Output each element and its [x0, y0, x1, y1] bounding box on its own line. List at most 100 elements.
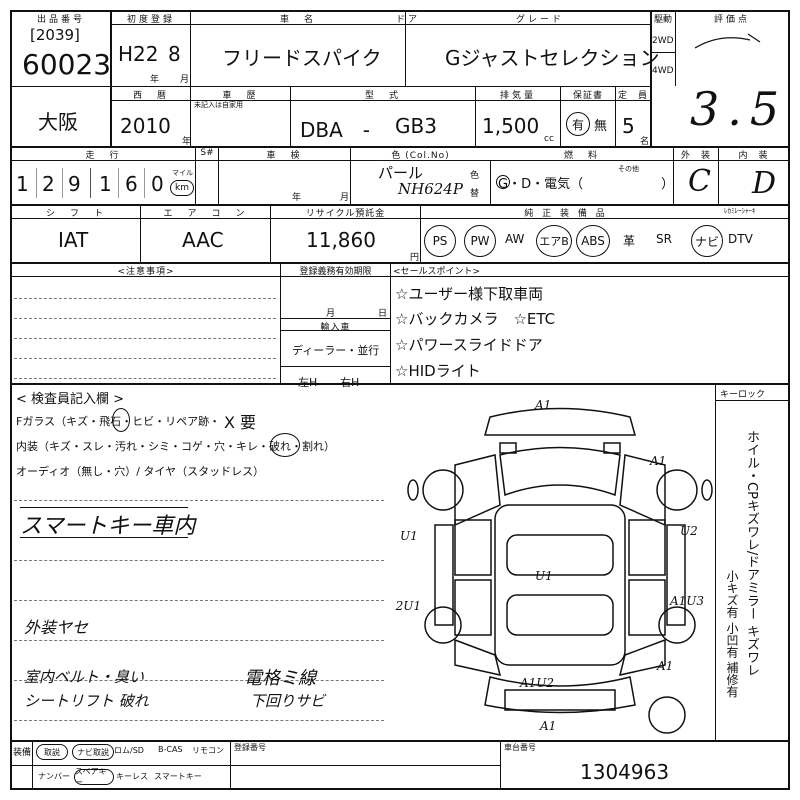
header-type: 型 式	[364, 91, 401, 101]
region: 大阪	[38, 110, 78, 134]
header-drive: 駆動	[653, 15, 672, 25]
header-reg-expiry: 登録義務有効期限	[299, 267, 372, 277]
history-note: 未記入は自家用	[194, 101, 243, 109]
equip-ps: PS	[424, 225, 456, 257]
unit-month: 月	[180, 75, 190, 85]
header-fuel: 燃 料	[563, 151, 600, 161]
footer-smartkey: スマートキー	[154, 772, 202, 781]
note-seat-2: シートリフト 破れ	[24, 692, 149, 710]
mark-a1u3: A1U3	[669, 594, 704, 608]
note-wiring-2: 下回りサビ	[250, 692, 326, 710]
header-history: 車 歴	[222, 91, 259, 101]
color-change-2: 替	[470, 189, 480, 199]
score-scribble-top	[694, 33, 761, 49]
equip-abs: ABS	[576, 225, 610, 257]
mark-u2-right: U2	[680, 524, 698, 538]
header-first-reg: 初度登録	[126, 15, 175, 25]
drive-4wd: 4WD	[652, 66, 674, 76]
import-left: 左H	[298, 376, 318, 389]
footer-bcas: B-CAS	[158, 745, 183, 754]
mileage-d1: 1	[16, 172, 31, 196]
mileage-d2: 2	[42, 172, 55, 196]
sales-point-4: ☆HIDライト	[395, 362, 481, 380]
header-capacity: 定 員	[617, 91, 648, 101]
header-sales-points: <セールスポイント>	[393, 267, 481, 277]
header-mileage: 走 行	[85, 151, 122, 161]
frame-bottom	[10, 788, 790, 790]
footer-equipment-header: 装備	[13, 748, 32, 758]
lot-number: 60023	[22, 48, 112, 81]
reg-day: 日	[378, 309, 388, 319]
header-equipment: 純 正 装 備 品	[524, 209, 608, 219]
frame-top	[10, 10, 790, 12]
header-score: 評価点	[713, 15, 750, 25]
note-exterior: 外装ヤセ	[24, 618, 89, 637]
header-region: 西 暦	[132, 91, 169, 101]
footer-keyless: キーレス	[116, 772, 148, 781]
mark-u1-roof: U1	[535, 569, 553, 583]
header-displacement: 排気量	[499, 91, 536, 101]
header-door: ドア	[395, 15, 420, 25]
unit-cc: cc	[544, 134, 554, 144]
header-import: 輸入車	[320, 323, 351, 333]
header-grade: グレード	[515, 15, 564, 25]
displacement: 1,500	[482, 114, 540, 138]
side-notes-2: 小キズ有 小凹有 補修有	[725, 570, 739, 698]
footer-manual: 取説	[36, 744, 68, 760]
equip-navi: ナビ	[691, 225, 723, 257]
header-color: 色 (Col.No)	[391, 151, 450, 161]
mileage-d3: 9	[68, 172, 81, 196]
note-smartkey: スマートキー車内	[20, 514, 196, 539]
header-warranty: 保証書	[572, 91, 603, 101]
mark-a1-front: A1	[534, 398, 551, 412]
inspect-month: 月	[340, 193, 350, 203]
equip-pw: PW	[464, 225, 496, 257]
header-car-name: 車 名	[279, 15, 316, 25]
footer-chassis-number: 1304963	[580, 760, 670, 784]
header-nonstd: ﾚｶﾐﾚｰｼｬｰｷ	[724, 207, 756, 215]
recycle: 11,860	[306, 228, 376, 252]
mileage-d6: 0	[151, 172, 164, 196]
vehicle-diagram: A1 A1 A1 U1 U2 A2U1 A1U3 U1 A1 A1U2	[395, 398, 713, 734]
unit-mile: マイル	[172, 169, 193, 177]
mark-a1-fr: A1	[649, 454, 666, 468]
lot-prefix: [2039]	[30, 26, 80, 44]
footer-spare-key: スペアキー	[74, 767, 114, 787]
first-reg-era: H22	[118, 42, 159, 66]
grade: Gジャストセレクション	[445, 46, 660, 70]
color-change-1: 色	[470, 171, 480, 181]
mark-a1-rear: A1	[539, 719, 556, 733]
warranty-yes: 有	[566, 112, 590, 136]
unit-year: 年	[150, 75, 160, 85]
shift: IAT	[58, 228, 89, 252]
aircon: AAC	[182, 228, 224, 252]
sales-point-2: ☆バックカメラ ☆ETC	[395, 310, 556, 328]
equip-aw: AW	[505, 232, 525, 246]
unit-year-2: 年	[182, 137, 192, 147]
first-reg-month: 8	[168, 42, 181, 66]
fuel: G・D・電気（ ）	[498, 177, 675, 192]
mark-u1-left: U1	[400, 529, 418, 543]
mark-a2u1: A2U1	[395, 599, 421, 613]
mark-a1-rr: A1	[656, 659, 673, 673]
header-inspection: 車 検	[266, 151, 303, 161]
unit-km: km	[170, 180, 194, 196]
header-lot: 出品番号	[36, 15, 85, 25]
note-wiring: 電格ミ線	[244, 668, 316, 689]
equip-sr: SR	[656, 232, 672, 246]
inspector-title: < 検査員記入欄 >	[16, 392, 125, 407]
warranty-no: 無	[594, 119, 608, 134]
model-year: 2010	[120, 114, 171, 138]
unit-yen: 円	[410, 253, 420, 263]
reg-month: 月	[326, 309, 336, 319]
sales-point-3: ☆パワースライドドア	[395, 336, 543, 354]
mileage-d4: 1	[99, 172, 112, 196]
footer-reg-no-header: 登録番号	[234, 743, 266, 752]
key-lock: キーロック	[720, 390, 766, 400]
header-sno: S#	[200, 148, 214, 158]
header-aircon: エ ア コ ン	[163, 209, 248, 219]
equip-airbag: エアB	[536, 225, 572, 257]
exterior-grade: C	[688, 164, 711, 199]
car-name: フリードスパイク	[222, 46, 382, 70]
inspector-audio: オーディオ（無し・穴）/ タイヤ（スタッドレス）	[16, 465, 265, 478]
